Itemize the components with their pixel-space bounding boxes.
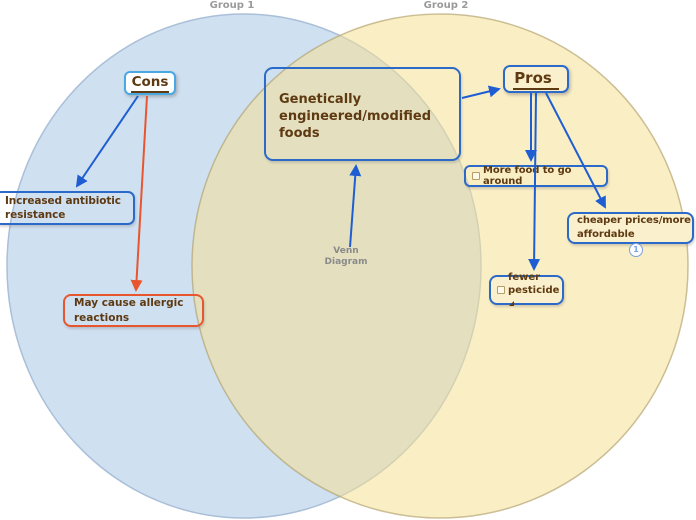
topic-node-genetically-modified-foods[interactable]: Genetically engineered/modified foods xyxy=(264,67,461,161)
antibiotic-resistance-label: Increased antibiotic xyxy=(5,194,121,207)
antibiotic-resistance-label: resistance xyxy=(5,209,66,221)
allergic-reactions-node[interactable]: May cause allergic reactions xyxy=(63,294,204,327)
fewer-pesticide-label: fewer xyxy=(508,271,541,283)
fewer-pesticide-label: pesticide xyxy=(508,284,562,310)
antibiotic-resistance-node[interactable]: Increased antibiotic resistance xyxy=(0,191,135,225)
fewer-pesticide-label: pesticide xyxy=(508,284,560,296)
checkbox-icon[interactable] xyxy=(472,172,480,180)
topic-node-label: engineered/modified xyxy=(279,108,432,124)
fewer-pesticide-node[interactable]: fewer pesticide xyxy=(489,272,564,306)
group2-label: Group 2 xyxy=(423,0,469,11)
note-count-value: 1 xyxy=(633,245,639,254)
pros-node[interactable]: Pros xyxy=(503,65,569,93)
cheaper-prices-label: cheaper prices/more xyxy=(577,214,691,226)
topic-node-label: foods xyxy=(279,126,320,142)
allergic-reactions-label: reactions xyxy=(74,311,130,324)
cheaper-prices-node[interactable]: cheaper prices/more affordable xyxy=(567,212,694,244)
topic-node-label: Genetically xyxy=(279,91,362,107)
note-count-badge[interactable]: 1 xyxy=(629,243,643,257)
diagram-type-line: Venn xyxy=(333,246,359,256)
cons-node[interactable]: Cons xyxy=(124,71,176,95)
cheaper-prices-label: affordable xyxy=(577,229,635,240)
checkbox-icon[interactable] xyxy=(497,286,505,294)
cons-node-label: Cons xyxy=(130,74,170,93)
diagram-type-label: Venn Diagram xyxy=(318,246,374,269)
allergic-reactions-label: May cause allergic xyxy=(74,296,184,309)
pros-node-label: Pros xyxy=(513,69,559,90)
autofit-handle-icon xyxy=(509,300,514,306)
diagram-type-line: Diagram xyxy=(324,257,368,268)
more-food-node[interactable]: More food to go around xyxy=(464,165,608,187)
fewer-pesticide-text: fewer pesticide xyxy=(508,271,562,310)
group1-label: Group 1 xyxy=(209,0,255,11)
more-food-label: More food to go around xyxy=(483,165,572,187)
